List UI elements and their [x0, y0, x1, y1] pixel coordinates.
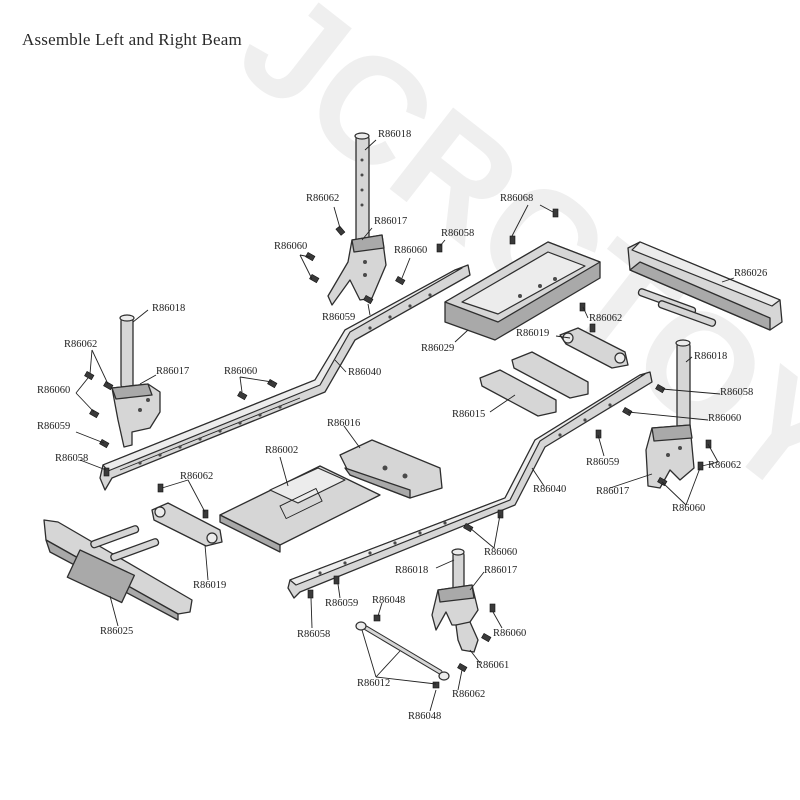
right-shock-bracket [645, 424, 695, 489]
crossmember-r86019-right [559, 327, 629, 369]
leader-lines [75, 139, 735, 712]
battery-tray [444, 241, 601, 341]
small-bracket-r86061 [455, 621, 479, 653]
page-title: Assemble Left and Right Beam [22, 30, 242, 49]
right-rail-holes [318, 403, 612, 575]
front-bumper [43, 519, 193, 621]
rear-bumper [627, 241, 783, 331]
screws [84, 208, 712, 689]
left-frame-rail [99, 264, 471, 491]
right-shock-post [675, 339, 691, 429]
bottom-shock-bracket [431, 584, 479, 631]
transmission-mount [339, 439, 443, 499]
electronics-plate [219, 465, 381, 553]
link-rod [355, 621, 450, 681]
crossmember-r86015 [479, 351, 589, 417]
top-shock-post [354, 132, 370, 245]
left-rail-holes [138, 293, 432, 465]
left-shock-bracket [111, 383, 161, 448]
left-shock-post [119, 314, 135, 389]
right-frame-rail [287, 371, 653, 599]
crossmember-r86019-left [151, 502, 223, 547]
top-shock-bracket [327, 234, 387, 306]
bottom-shock-post [451, 548, 465, 593]
